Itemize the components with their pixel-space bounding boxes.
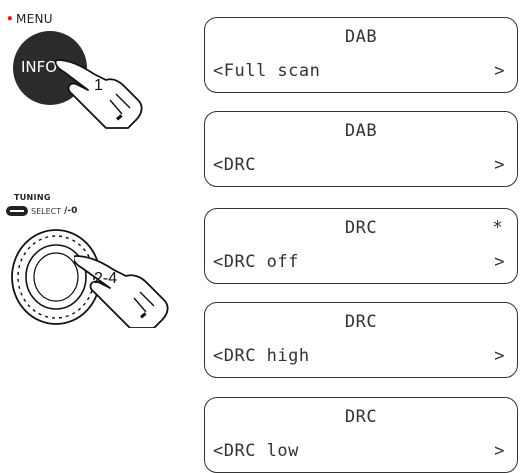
display-title: DRC — [344, 407, 378, 427]
button-pill-icon — [6, 206, 28, 216]
pointing-hand-icon — [54, 59, 143, 129]
select-label: SELECT — [31, 206, 62, 216]
display-option: <Full scan — [213, 61, 321, 81]
display-title: DRC — [344, 312, 378, 332]
menu-dot-icon: • — [6, 12, 14, 26]
controls-panel: •MENU INFO 1 TUNING SELECT /-0 2-4 — [0, 0, 200, 470]
display-arrow: > — [494, 441, 505, 461]
pointing-hand-icon — [74, 255, 169, 328]
display-option: <DRC — [213, 155, 256, 175]
display-flag: * — [492, 217, 503, 238]
menu-caption: •MENU — [6, 12, 53, 26]
step-2-label: 2-4 — [94, 270, 118, 287]
tuning-knob-icon[interactable] — [6, 222, 110, 332]
display-title: DRC — [344, 218, 378, 238]
display-option-row: <DRC > — [213, 155, 505, 175]
display-option: <DRC off — [213, 252, 299, 272]
lcd-display: DRC * <DRC off > — [204, 208, 518, 284]
menu-label: MENU — [15, 12, 53, 26]
display-arrow: > — [494, 61, 505, 81]
display-title: DAB — [344, 27, 378, 47]
lcd-display: DAB <Full scan > — [204, 17, 518, 93]
lcd-display: DRC <DRC low > — [204, 397, 518, 473]
display-option-row: <Full scan > — [213, 61, 505, 81]
display-title: DAB — [344, 121, 378, 141]
display-arrow: > — [494, 155, 505, 175]
lcd-display: DRC <DRC high > — [204, 302, 518, 378]
lcd-display: DAB <DRC > — [204, 111, 518, 187]
select-caption: SELECT /-0 — [6, 206, 77, 216]
display-option-row: <DRC low > — [213, 441, 505, 461]
display-arrow: > — [494, 346, 505, 366]
tuning-caption: TUNING — [14, 193, 51, 202]
display-option-row: <DRC off > — [213, 252, 505, 272]
step-1-label: 1 — [94, 77, 103, 94]
display-option: <DRC high — [213, 346, 310, 366]
select-symbols: /-0 — [64, 206, 78, 216]
display-option-row: <DRC high > — [213, 346, 505, 366]
info-button-label: INFO — [21, 58, 58, 76]
display-option: <DRC low — [213, 441, 299, 461]
display-arrow: > — [494, 252, 505, 272]
